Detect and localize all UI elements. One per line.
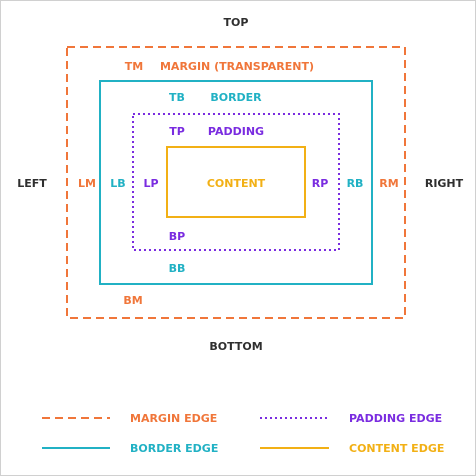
margin-box	[66, 46, 406, 319]
legend-padding-edge-label: PADDING EDGE	[349, 412, 442, 425]
margin-top-label: TM	[125, 60, 143, 73]
border-bottom-label: BB	[169, 262, 186, 275]
border-right-label: RB	[347, 177, 364, 190]
side-label-right: RIGHT	[425, 177, 464, 190]
border-box	[99, 80, 373, 285]
border-left-label: LB	[110, 177, 125, 190]
content-title-label: CONTENT	[207, 177, 266, 190]
side-label-left: LEFT	[17, 177, 47, 190]
padding-top-label: TP	[169, 125, 185, 138]
margin-left-label: LM	[78, 177, 96, 190]
padding-bottom-label: BP	[169, 230, 185, 243]
padding-title-label: PADDING	[208, 125, 264, 138]
padding-right-label: RP	[312, 177, 329, 190]
padding-box	[132, 113, 340, 251]
margin-right-label: RM	[379, 177, 398, 190]
legend-margin-edge-label: MARGIN EDGE	[130, 412, 217, 425]
legend-content-edge-label: CONTENT EDGE	[349, 442, 444, 455]
content-box	[166, 146, 306, 218]
side-label-top: TOP	[224, 16, 249, 29]
legend-border-edge-label: BORDER EDGE	[130, 442, 218, 455]
padding-left-label: LP	[143, 177, 158, 190]
side-label-bottom: BOTTOM	[209, 340, 262, 353]
margin-bottom-label: BM	[123, 294, 142, 307]
border-title-label: BORDER	[210, 91, 262, 104]
margin-title-label: MARGIN (TRANSPARENT)	[160, 60, 314, 73]
border-top-label: TB	[169, 91, 185, 104]
